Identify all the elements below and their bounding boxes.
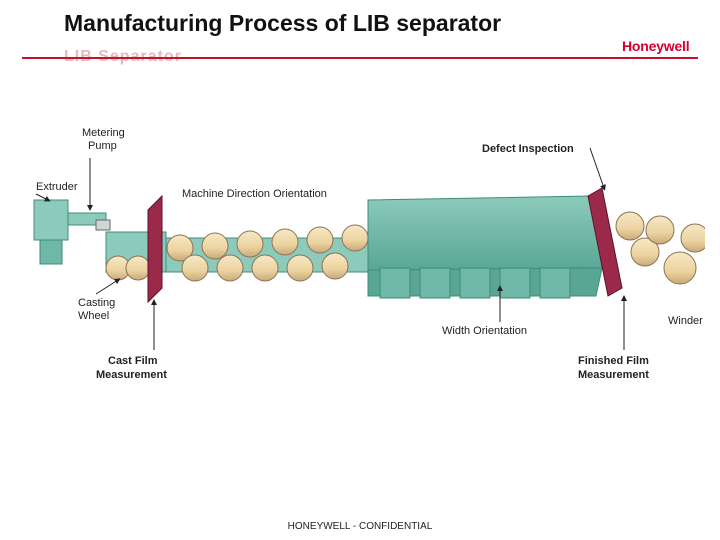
cast-film-gauge <box>147 194 163 304</box>
subtitle-ghost-text: LIB Separator <box>64 48 182 66</box>
tenter-frame <box>367 195 603 299</box>
width-orientation-label: Width Orientation <box>442 325 527 337</box>
casting-wheel-line2: Wheel <box>78 310 109 322</box>
process-diagram: Metering Pump Extruder Machine Direction… <box>33 127 705 381</box>
casting-wheel-line1: Casting <box>78 297 115 309</box>
metering-pump-line1: Metering <box>82 127 125 139</box>
cast-film-measurement-label: Cast Film Measurement <box>96 355 167 381</box>
metering-pump-label: Metering Pump <box>82 127 128 152</box>
title-rule <box>22 57 698 59</box>
defect-inspection-label: Defect Inspection <box>482 143 574 155</box>
brand-logo: Honeywell <box>622 38 690 54</box>
cast-film-line1: Cast Film <box>108 355 158 367</box>
casting-wheel-arrow <box>95 278 121 295</box>
extruder-arrow <box>35 193 51 202</box>
defect-inspection-arrow <box>589 147 606 191</box>
finished-film-line2: Measurement <box>578 369 649 381</box>
finished-film-gauge <box>587 187 623 297</box>
mdo-label: Machine Direction Orientation <box>182 188 327 200</box>
extruder-machine <box>33 199 111 265</box>
confidential-footer: HONEYWELL - CONFIDENTIAL <box>287 521 433 532</box>
casting-wheel-rollers <box>105 231 167 281</box>
winder-rollers <box>615 211 705 285</box>
casting-wheel-label: Casting Wheel <box>78 297 118 322</box>
winder-label: Winder <box>668 315 703 327</box>
extruder-label: Extruder <box>36 181 78 193</box>
metering-pump-line2: Pump <box>88 140 117 152</box>
finished-film-measurement-label: Finished Film Measurement <box>578 355 652 381</box>
slide-title: Manufacturing Process of LIB separator <box>64 10 502 36</box>
finished-film-line1: Finished Film <box>578 355 649 367</box>
mdo-rollers <box>165 224 377 282</box>
cast-film-line2: Measurement <box>96 369 167 381</box>
